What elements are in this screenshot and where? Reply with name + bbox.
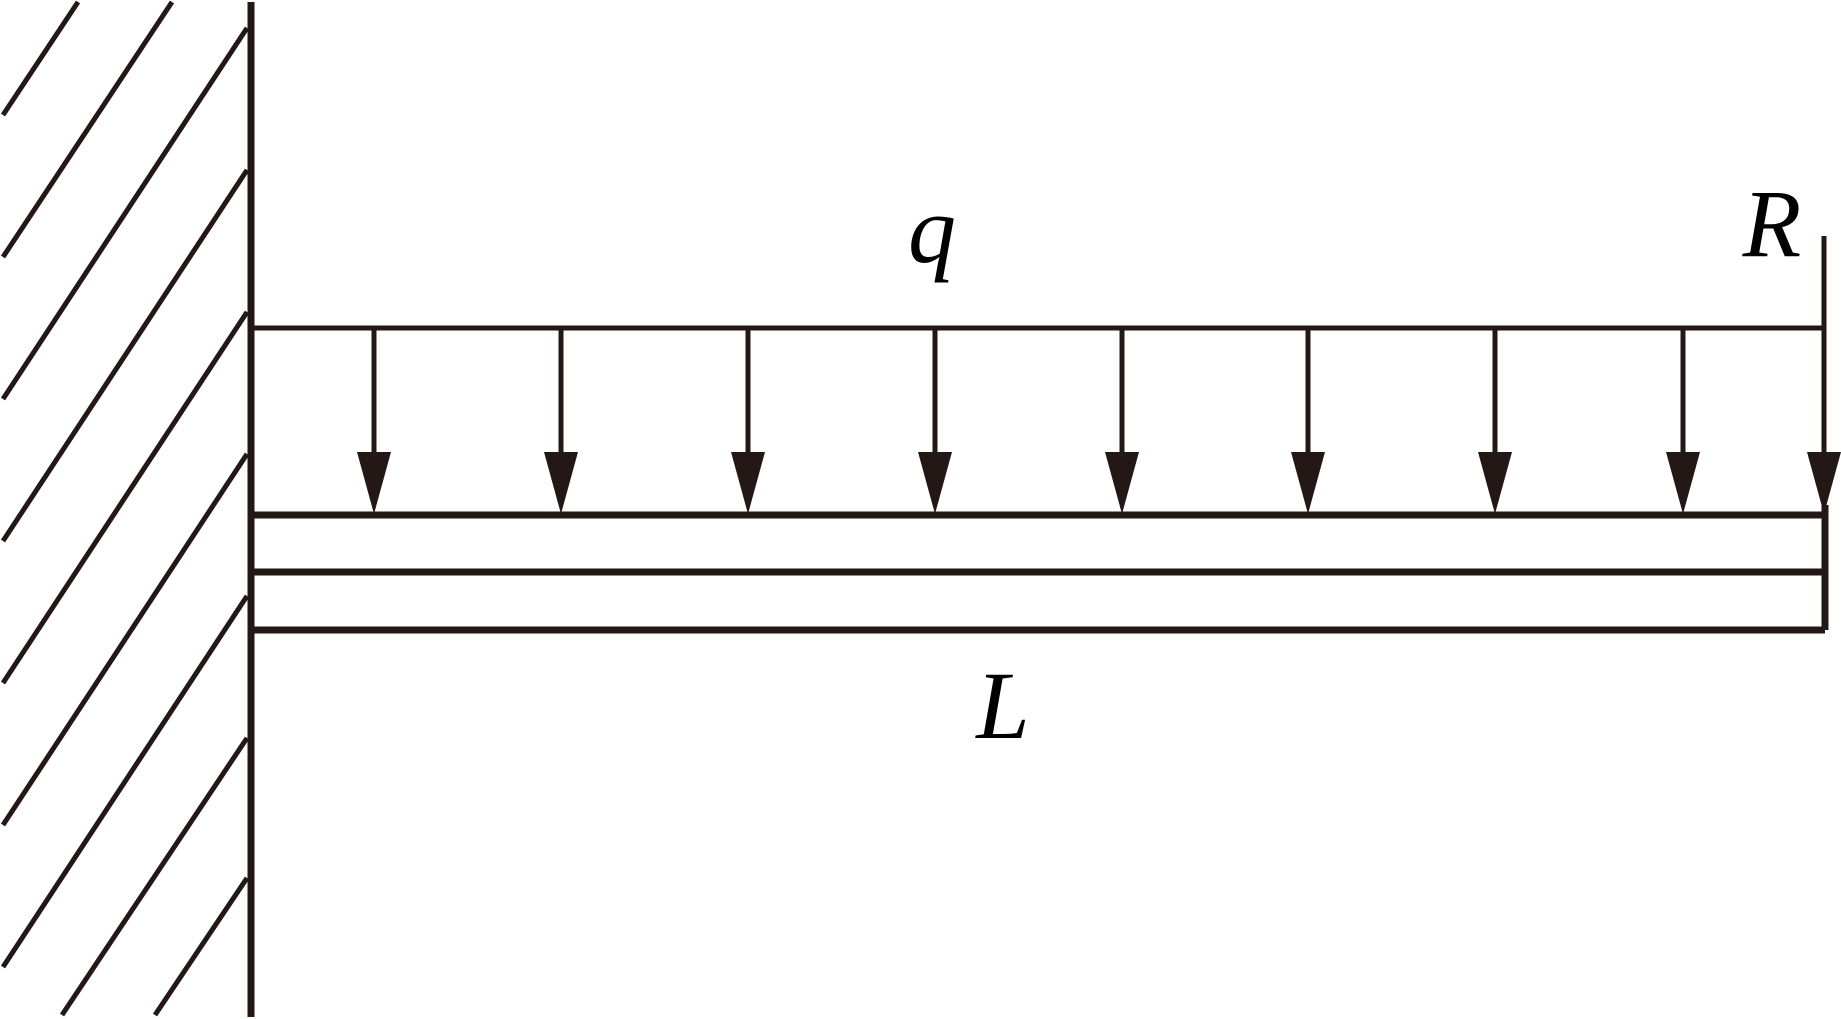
hatch-line (152, 876, 250, 1017)
hatch-line (0, 0, 175, 259)
wall-hatching (0, 0, 250, 1017)
load-arrow (1105, 328, 1139, 514)
load-arrow (918, 328, 952, 514)
hatch-line (0, 168, 250, 543)
load-label-q: q (908, 176, 956, 283)
load-arrow (357, 328, 391, 514)
load-arrow (544, 328, 578, 514)
hatch-line (0, 452, 250, 827)
hatch-line (0, 310, 250, 685)
hatch-line (0, 26, 250, 401)
load-arrows (357, 236, 1841, 514)
load-arrow (731, 328, 765, 514)
hatch-line (59, 736, 250, 1017)
load-arrow (1666, 328, 1700, 514)
beam (251, 505, 1829, 634)
load-arrow (1291, 328, 1325, 514)
hatch-line (0, 594, 250, 969)
load-arrow (1807, 236, 1841, 514)
end-label-r: R (1742, 170, 1802, 277)
load-arrow (1478, 328, 1512, 514)
hatch-line (0, 0, 81, 117)
length-label-l: L (974, 652, 1029, 759)
